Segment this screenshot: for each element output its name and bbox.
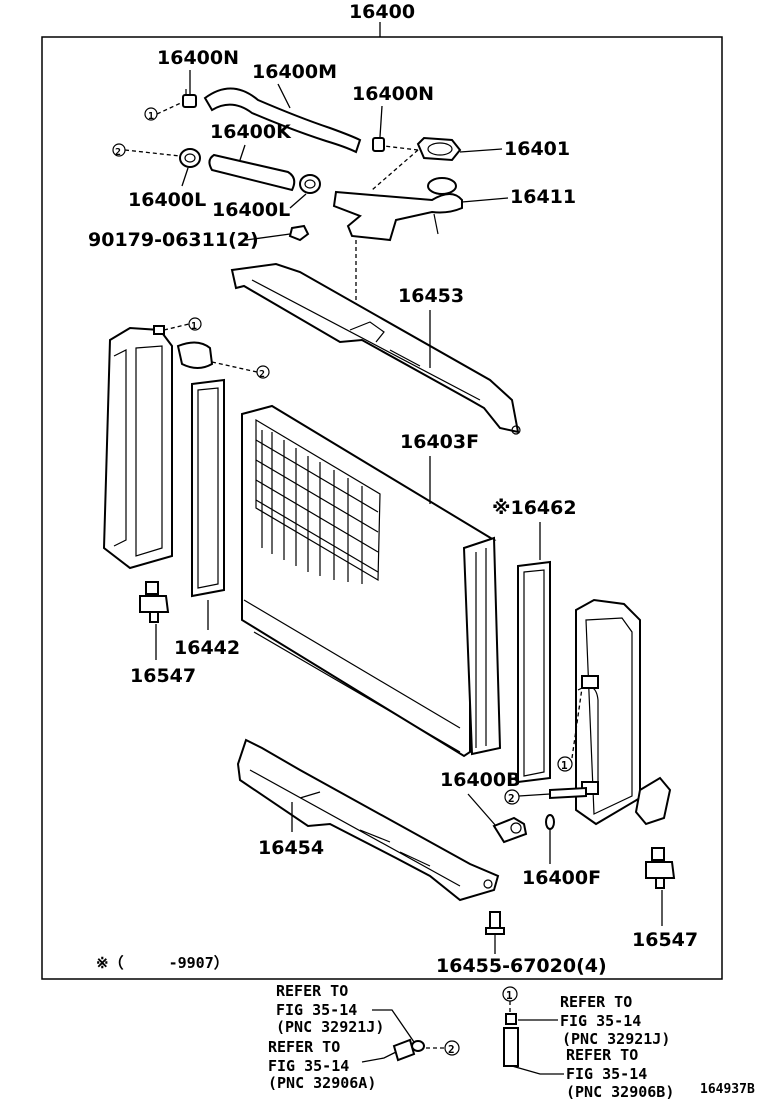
svg-text:(PNC 32906A): (PNC 32906A) (268, 1074, 376, 1092)
label-16400L-left[interactable]: 16400L (128, 189, 206, 211)
nut-90179-06311[interactable] (288, 224, 310, 242)
svg-text:FIG 35-14: FIG 35-14 (268, 1057, 349, 1075)
label-16403F[interactable]: 16403F (400, 431, 479, 453)
label-16547-left[interactable]: 16547 (130, 665, 196, 687)
label-16401[interactable]: 16401 (504, 138, 570, 160)
marker-1-right (557, 756, 573, 772)
drain-plug-16400B[interactable] (492, 816, 528, 844)
clamp-16400N-right[interactable] (372, 137, 385, 152)
label-90179[interactable]: 90179-06311(2) (88, 229, 259, 251)
svg-text:(PNC 32921J): (PNC 32921J) (276, 1018, 384, 1036)
reference-32906B[interactable]: REFER TO FIG 35-14 (PNC 32906B) (566, 1046, 674, 1101)
svg-text:FIG 35-14: FIG 35-14 (566, 1065, 647, 1083)
upper-hose-16400M[interactable] (203, 87, 362, 154)
label-16400N-left[interactable]: 16400N (157, 47, 239, 69)
svg-text:1: 1 (506, 989, 513, 1002)
svg-text:2: 2 (259, 369, 265, 380)
svg-text:REFER TO: REFER TO (566, 1046, 638, 1064)
upper-support-16453[interactable] (230, 262, 520, 434)
left-radiator-tank[interactable] (102, 325, 214, 570)
svg-text:FIG 35-14: FIG 35-14 (560, 1012, 641, 1030)
label-16400F[interactable]: 16400F (522, 867, 601, 889)
clamp-16400L-right[interactable] (299, 174, 321, 194)
reference-32921J-right[interactable]: REFER TO FIG 35-14 (PNC 32921J) (560, 993, 670, 1048)
drain-cock-16547-right[interactable] (645, 847, 676, 889)
svg-text:1: 1 (148, 111, 154, 122)
label-16442[interactable]: 16442 (174, 637, 240, 659)
marker-2-left (256, 365, 270, 379)
clamp-16400N-left[interactable] (182, 89, 197, 108)
drain-cock-16547-left[interactable] (139, 581, 170, 623)
bolt-16455-67020[interactable] (485, 911, 505, 940)
svg-text:(PNC 32921J): (PNC 32921J) (562, 1030, 670, 1048)
svg-text:1: 1 (191, 321, 197, 332)
gasket-16442[interactable] (191, 378, 225, 598)
label-16453[interactable]: 16453 (398, 285, 464, 307)
lower-support-16454[interactable] (236, 738, 500, 902)
assembly-frame (41, 36, 723, 980)
label-16462[interactable]: ※16462 (492, 497, 577, 519)
filler-neck-16411[interactable] (332, 177, 463, 242)
svg-text:2: 2 (508, 792, 515, 805)
label-16455[interactable]: 16455-67020(4) (436, 955, 607, 977)
overflow-pipe-fitting[interactable] (503, 1013, 519, 1067)
marker-2-right (504, 789, 520, 805)
figure-id: 164937B (700, 1082, 755, 1097)
label-16454[interactable]: 16454 (258, 837, 324, 859)
label-16400L-right[interactable]: 16400L (212, 199, 290, 221)
label-16547-right[interactable]: 16547 (632, 929, 698, 951)
label-16400M[interactable]: 16400M (252, 61, 337, 83)
label-16411[interactable]: 16411 (510, 186, 576, 208)
right-radiator-tank[interactable] (575, 598, 672, 826)
reference-32921J-left[interactable]: REFER TO FIG 35-14 (PNC 32921J) (276, 982, 384, 1036)
svg-text:REFER TO: REFER TO (268, 1038, 340, 1056)
reference-32906A[interactable]: REFER TO FIG 35-14 (PNC 32906A) (268, 1038, 376, 1092)
marker-2-bottom (444, 1040, 460, 1056)
lower-hose-16400K[interactable] (208, 153, 296, 192)
label-16400B[interactable]: 16400B (440, 769, 521, 791)
hose-fitting-bottom-left[interactable] (392, 1038, 425, 1062)
clamp-16400L-left[interactable] (179, 148, 201, 168)
svg-text:REFER TO: REFER TO (276, 982, 348, 1000)
footnote: ※（ -9907） (96, 954, 229, 972)
label-16400[interactable]: 16400 (349, 1, 415, 23)
radiator-cap-16401[interactable] (416, 136, 462, 162)
svg-text:(PNC 32906B): (PNC 32906B) (566, 1083, 674, 1101)
svg-text:FIG 35-14: FIG 35-14 (276, 1001, 357, 1019)
svg-text:2: 2 (115, 147, 121, 158)
svg-text:1: 1 (561, 759, 568, 772)
o-ring-16400F[interactable] (545, 814, 555, 830)
label-16400N-right[interactable]: 16400N (352, 83, 434, 105)
marker-1-left (188, 317, 202, 331)
label-16400K[interactable]: 16400K (210, 121, 292, 143)
radiator-core-16403F[interactable] (241, 404, 502, 758)
svg-text:2: 2 (448, 1043, 455, 1056)
gasket-16462[interactable] (517, 560, 551, 784)
svg-text:REFER TO: REFER TO (560, 993, 632, 1011)
